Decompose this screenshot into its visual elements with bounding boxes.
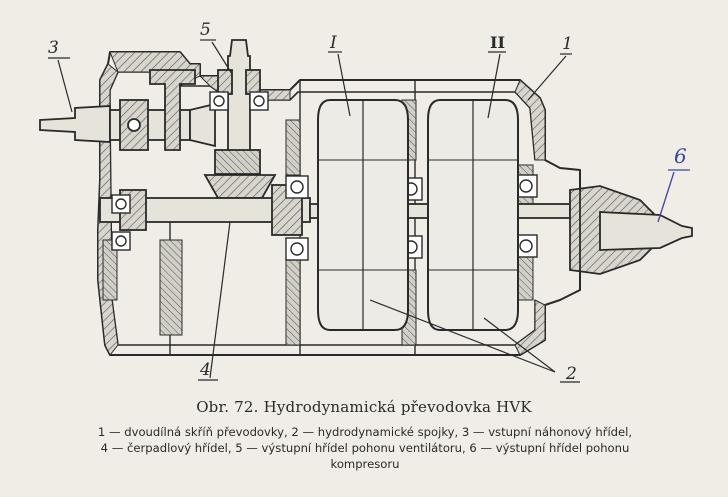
leader-lines — [48, 39, 580, 383]
input-shaft — [39, 69, 216, 151]
callout-6: 6 — [674, 144, 687, 168]
compressor-output-shaft — [569, 180, 693, 282]
callout-5: 5 — [200, 20, 211, 40]
callout-3: 3 — [48, 38, 59, 58]
figure-caption: Obr. 72. Hydrodynamická převodovka HVK — [196, 398, 532, 416]
coupling-I — [317, 99, 409, 331]
callout-4: 4 — [200, 360, 211, 380]
transmission-cross-section — [39, 39, 693, 383]
legend-line-1: 1 — dvoudílná skříň převodovky, 2 — hydr… — [97, 425, 633, 439]
callout-1: 1 — [562, 34, 573, 54]
figure-legend: 1 — dvoudílná skříň převodovky, 2 — hydr… — [10, 424, 720, 472]
fan-drive-shaft — [203, 39, 277, 199]
coupling-II — [427, 99, 519, 331]
callout-II: II — [490, 33, 505, 52]
callout-2: 2 — [566, 364, 577, 384]
legend-line-3: kompresoru — [330, 457, 400, 471]
callout-I: I — [330, 33, 337, 53]
legend-line-2: 4 — čerpadlový hřídel, 5 — výstupní hříd… — [100, 441, 630, 455]
